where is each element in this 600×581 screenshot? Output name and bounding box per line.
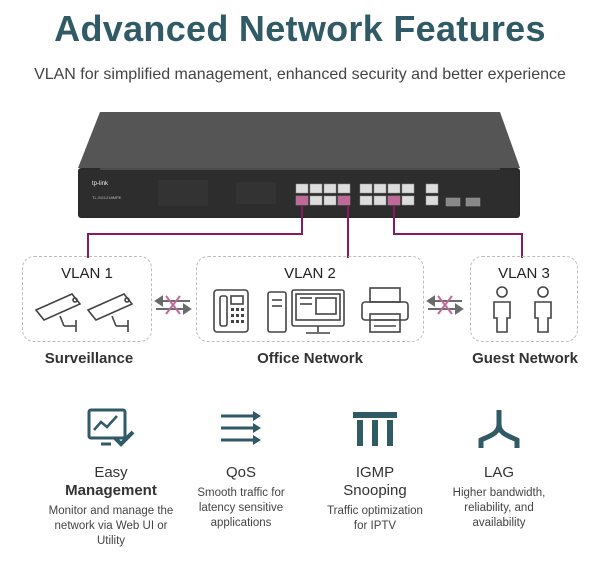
vlan-2-label: VLAN 2 xyxy=(284,265,336,282)
igmp-icon xyxy=(353,412,397,446)
monitor-check-icon xyxy=(87,408,135,447)
feature-qos: QoS Smooth traffic for latency sensitive… xyxy=(166,406,316,531)
feature-desc: Smooth traffic for latency sensitive app… xyxy=(197,487,285,529)
vlan-2-group: Office Network xyxy=(257,350,363,367)
feature-title-line1: IGMP xyxy=(355,464,395,481)
ip-phone-icon xyxy=(213,289,249,333)
printer-icon xyxy=(361,287,409,333)
feature-title-line1: QoS xyxy=(225,464,256,481)
vlan-1-box xyxy=(22,256,152,342)
person-icon xyxy=(493,286,511,333)
vlan-connection-lines xyxy=(87,206,523,258)
person-icon xyxy=(534,286,552,333)
desktop-pc-icon xyxy=(267,289,345,334)
page-title: Advanced Network Features xyxy=(54,8,546,49)
vlan-3-box xyxy=(470,256,578,342)
page-subtitle: VLAN for simplified management, enhanced… xyxy=(34,66,566,83)
switch-model: TL-SG1218MPE xyxy=(92,195,122,200)
blocked-link-right xyxy=(426,295,464,315)
feature-easy-management: Easy Management Monitor and manage the n… xyxy=(36,406,186,549)
network-diagram: tp-link TL-SG1218MPE xyxy=(34,112,552,334)
feature-desc: Higher bandwidth, reliability, and avail… xyxy=(452,487,546,529)
feature-title-line1: Easy xyxy=(94,464,128,481)
feature-title-line1: LAG xyxy=(483,464,514,481)
vlan-3-group: Guest Network xyxy=(472,350,578,367)
switch-brand: tp-link xyxy=(92,181,109,187)
network-switch: tp-link TL-SG1218MPE xyxy=(78,112,520,218)
feature-desc: Traffic optimization for IPTV xyxy=(327,505,423,532)
feature-desc: Monitor and manage the network via Web U… xyxy=(48,505,174,547)
feature-title-line2: Management xyxy=(65,482,157,499)
vlan-1-group: Surveillance xyxy=(44,350,134,367)
vlan-1-label: VLAN 1 xyxy=(61,265,113,282)
camera-icon xyxy=(34,293,82,332)
feature-lag: LAG Higher bandwidth, reliability, and a… xyxy=(424,406,574,531)
feature-title-line2: Snooping xyxy=(343,482,407,499)
vlan-3-label: VLAN 3 xyxy=(498,265,550,282)
blocked-link-left xyxy=(154,295,192,315)
camera-icon xyxy=(86,293,134,332)
qos-arrows-icon xyxy=(221,411,261,445)
vlan-2-box xyxy=(196,256,424,342)
feature-igmp-snooping: IGMP Snooping Traffic optimization for I… xyxy=(300,406,450,534)
switch-leds xyxy=(158,180,276,206)
lag-icon xyxy=(478,410,520,448)
